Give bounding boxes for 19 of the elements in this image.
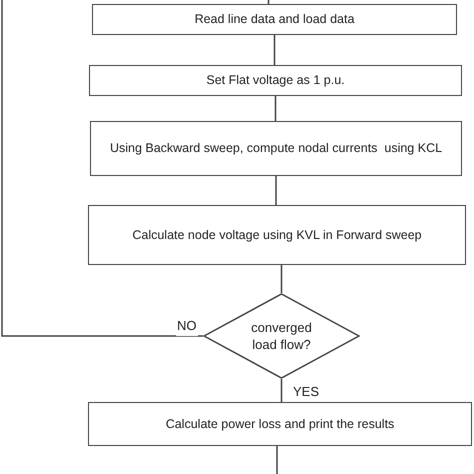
connector-line xyxy=(275,176,277,205)
connector-line xyxy=(280,265,282,293)
connector-line xyxy=(1,0,203,337)
process-text: Calculate node voltage using KVL in Forward sweep xyxy=(132,226,422,244)
process-text: Using Backward sweep, compute nodal currents using KCL xyxy=(110,140,442,158)
process-box xyxy=(92,4,457,35)
connector-line xyxy=(274,35,276,65)
process-text: Read line data and load data xyxy=(194,11,354,28)
process-text: Calculate power loss and print the results xyxy=(166,416,394,433)
connector-line xyxy=(276,446,278,474)
decision-text: converged load flow? xyxy=(250,319,313,353)
process-box xyxy=(89,65,462,96)
process-box xyxy=(88,402,472,446)
connector-line xyxy=(268,0,270,4)
process-box xyxy=(88,205,466,265)
connector-line xyxy=(280,379,282,402)
process-box xyxy=(90,121,462,176)
connector-line xyxy=(274,96,276,121)
process-text: Set Flat voltage as 1 p.u. xyxy=(206,72,345,90)
